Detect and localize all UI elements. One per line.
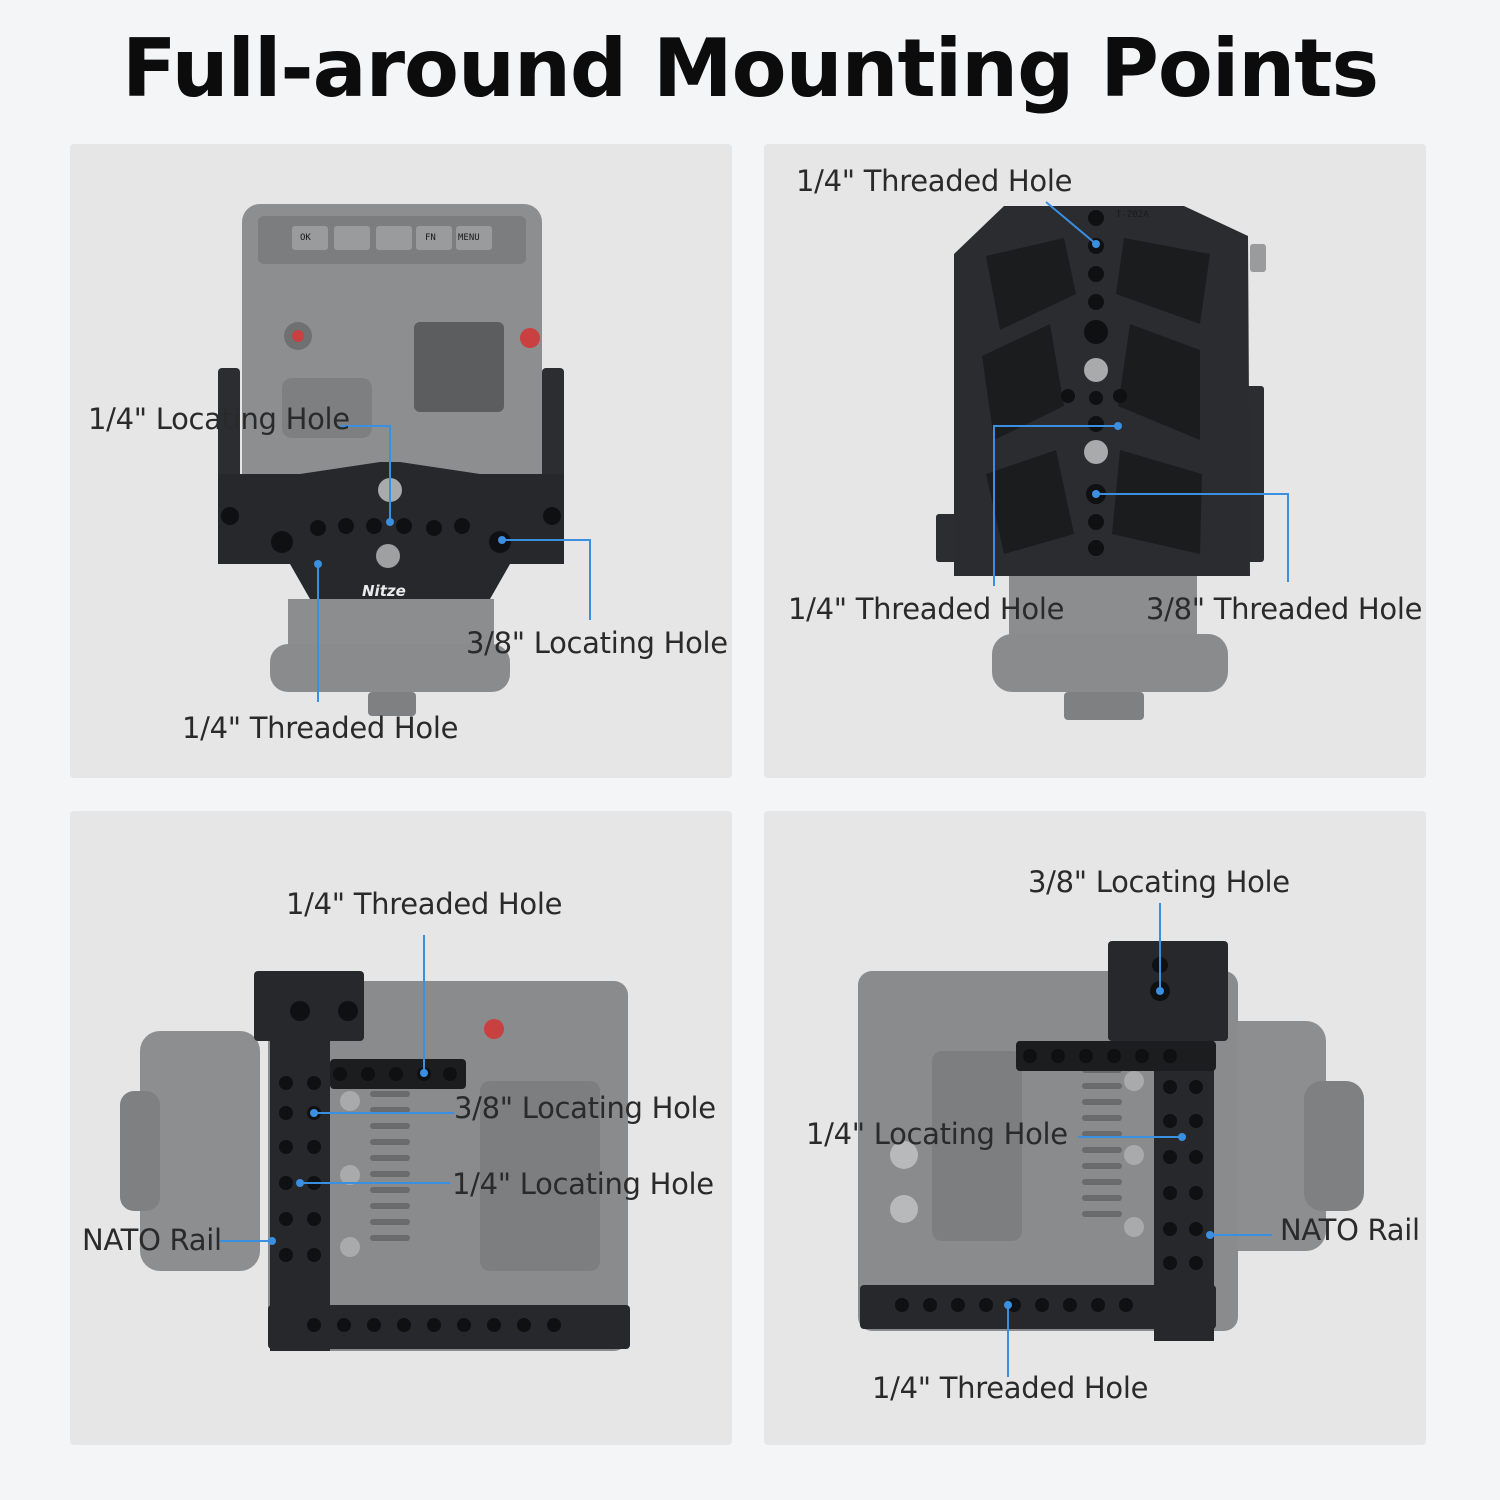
button-label-fn: FN [425, 233, 436, 243]
callout-quarter-threaded-hole: 1/4" Threaded Hole [182, 711, 459, 745]
callout-quarter-locating-hole: 1/4" Locating Hole [88, 402, 350, 436]
page-title: Full-around Mounting Points [121, 22, 1379, 115]
button-label-ok: OK [300, 233, 311, 243]
callout-quarter-threaded-hole: 1/4" Threaded Hole [286, 887, 563, 921]
plate-model-marking: T-Z02A [1116, 210, 1149, 220]
button-label-menu: MENU [458, 233, 480, 243]
callout-three-eighths-locating-hole: 3/8" Locating Hole [466, 626, 728, 660]
baseplate-illustration [936, 201, 1289, 720]
callout-nato-rail: NATO Rail [1280, 1213, 1420, 1247]
callout-quarter-locating-hole: 1/4" Locating Hole [806, 1117, 1068, 1151]
nitze-logo: Nitze [362, 582, 406, 600]
callout-quarter-threaded-hole: 1/4" Threaded Hole [872, 1371, 1149, 1405]
panel-top-right: T-Z02A 1/4" Threaded Hole 1/4" Threaded … [764, 144, 1426, 778]
panel-bottom-right: 3/8" Locating Hole 1/4" Locating Hole NA… [764, 811, 1426, 1445]
cage-side-illustration-right [858, 903, 1364, 1377]
callout-three-eighths-locating-hole: 3/8" Locating Hole [1028, 865, 1290, 899]
callout-three-eighths-threaded-hole: 3/8" Threaded Hole [1146, 592, 1423, 626]
panel-top-left: Nitze OK FN MENU 1/4" Locating Hole 3/8"… [70, 144, 732, 778]
panel-bottom-left: 1/4" Threaded Hole 3/8" Locating Hole 1/… [70, 811, 732, 1445]
callout-nato-rail: NATO Rail [82, 1223, 222, 1257]
callout-three-eighths-locating-hole: 3/8" Locating Hole [454, 1091, 716, 1125]
callout-quarter-threaded-hole-top: 1/4" Threaded Hole [796, 164, 1073, 198]
callout-quarter-threaded-hole-bottom: 1/4" Threaded Hole [788, 592, 1065, 626]
cage-side-illustration-left [120, 935, 630, 1351]
camera-cage-illustration-top [218, 204, 591, 716]
callout-quarter-locating-hole: 1/4" Locating Hole [452, 1167, 714, 1201]
